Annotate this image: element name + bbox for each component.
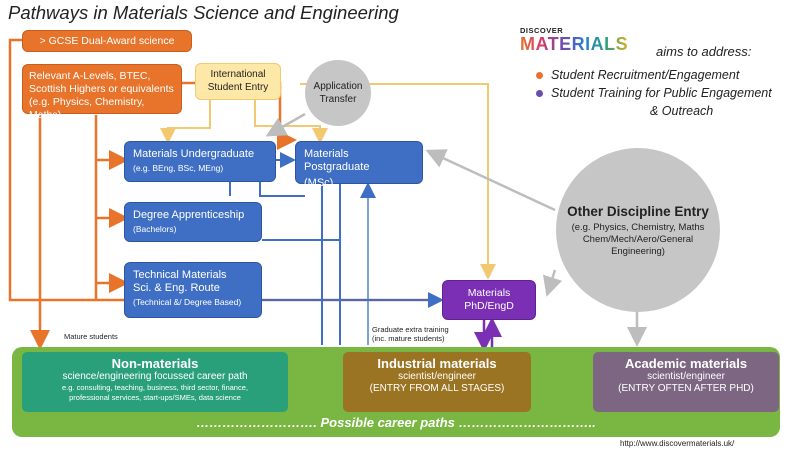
academic-materials-card: Academic materials scientist/engineer (E…: [593, 352, 779, 412]
other-discipline-entry-circle: Other Discipline Entry (e.g. Physics, Ch…: [556, 148, 720, 312]
industrial-line2: (ENTRY FROM ALL STAGES): [369, 383, 505, 394]
aim-training-line2: & Outreach: [650, 104, 714, 118]
apprentice-title: Degree Apprenticeship: [133, 209, 245, 221]
materials-postgraduate-box: Materials Postgraduate (MSc): [295, 141, 423, 189]
postgrad-title: Materials Postgraduate: [304, 148, 370, 173]
international-line1: International: [210, 69, 266, 80]
aim-recruitment: Student Recruitment/Engagement: [536, 68, 739, 82]
transfer-line2: Transfer: [319, 94, 357, 105]
apprentice-sub: (Bachelors): [133, 224, 177, 234]
transfer-line1: Application: [313, 81, 363, 92]
application-transfer-circle: Application Transfer: [305, 60, 371, 126]
footer-url: http://www.discovermaterials.uk/: [620, 439, 735, 448]
degree-apprenticeship-box: Degree Apprenticeship (Bachelors): [124, 202, 262, 242]
gcse-box: > GCSE Dual-Award science: [22, 30, 192, 52]
other-line3: Engineering): [611, 246, 665, 257]
industrial-line1: scientist/engineer: [398, 371, 476, 382]
industrial-materials-card: Industrial materials scientist/engineer …: [343, 352, 531, 412]
mature-students-label: Mature students: [64, 332, 118, 341]
logo-word-main: MATERIALS: [520, 34, 629, 54]
non-materials-line1: science/engineering focussed career path: [62, 371, 248, 382]
technical-line2: Sci. & Eng. Route: [133, 282, 220, 294]
aim-recruitment-label: Student Recruitment/Engagement: [551, 68, 740, 82]
other-line1: (e.g. Physics, Chemistry, Maths: [571, 222, 705, 233]
graduate-line2: (inc. mature students): [372, 334, 445, 343]
purple-bullet-icon: [536, 90, 543, 98]
undergrad-title: Materials Undergraduate: [133, 148, 255, 160]
postgrad-sub: (MSc): [304, 177, 334, 189]
page-title: Pathways in Materials Science and Engine…: [8, 2, 399, 23]
international-entry-box: International Student Entry: [195, 63, 281, 100]
other-title: Other Discipline Entry: [567, 204, 709, 219]
technical-route-box: Technical Materials Sci. & Eng. Route (T…: [124, 262, 262, 318]
alevels-box: Relevant A-Levels, BTEC, Scottish Higher…: [22, 64, 182, 121]
technical-sub: (Technical &/ Degree Based): [133, 297, 242, 307]
phd-engd-box: Materials PhD/EngD: [442, 280, 536, 320]
materials-undergraduate-box: Materials Undergraduate (e.g. BEng, BSc,…: [124, 141, 276, 182]
alevels-line3: (e.g. Physics, Chemistry, Maths): [29, 96, 145, 121]
possible-career-paths-label: ………………………. Possible career paths ……………………: [196, 415, 596, 430]
academic-line2: (ENTRY OFTEN AFTER PHD): [618, 383, 754, 394]
graduate-training-label: Graduate extra training (inc. mature stu…: [372, 325, 449, 343]
other-line2: Chem/Mech/Aero/General: [582, 234, 694, 245]
non-materials-line2: e.g. consulting, teaching, business, thi…: [62, 383, 248, 392]
alevels-line1: Relevant A-Levels, BTEC,: [29, 70, 151, 82]
logo-word-top: DISCOVER: [520, 26, 564, 35]
phd-line2: PhD/EngD: [464, 300, 514, 312]
discover-materials-logo: DISCOVER MATERIALS: [520, 26, 628, 53]
aims-intro: aims to address:: [656, 44, 752, 59]
alevels-line2: Scottish Highers or equivalents: [29, 83, 174, 95]
academic-line1: scientist/engineer: [647, 371, 725, 382]
non-materials-title: Non-materials: [111, 356, 199, 371]
technical-line1: Technical Materials: [133, 269, 227, 281]
undergrad-sub: (e.g. BEng, BSc, MEng): [133, 163, 224, 173]
non-materials-line3: professional services, start-ups/SMEs, d…: [69, 392, 241, 402]
industrial-title: Industrial materials: [377, 356, 497, 371]
academic-title: Academic materials: [624, 356, 748, 371]
graduate-line1: Graduate extra training: [372, 325, 449, 334]
orange-bullet-icon: [536, 72, 543, 80]
aim-training-label: Student Training for Public Engagement: [551, 86, 772, 100]
aim-training: Student Training for Public Engagement: [536, 86, 772, 100]
international-line2: Student Entry: [207, 82, 269, 93]
phd-line1: Materials: [467, 287, 511, 299]
non-materials-card: Non-materials science/engineering focuss…: [22, 352, 288, 412]
